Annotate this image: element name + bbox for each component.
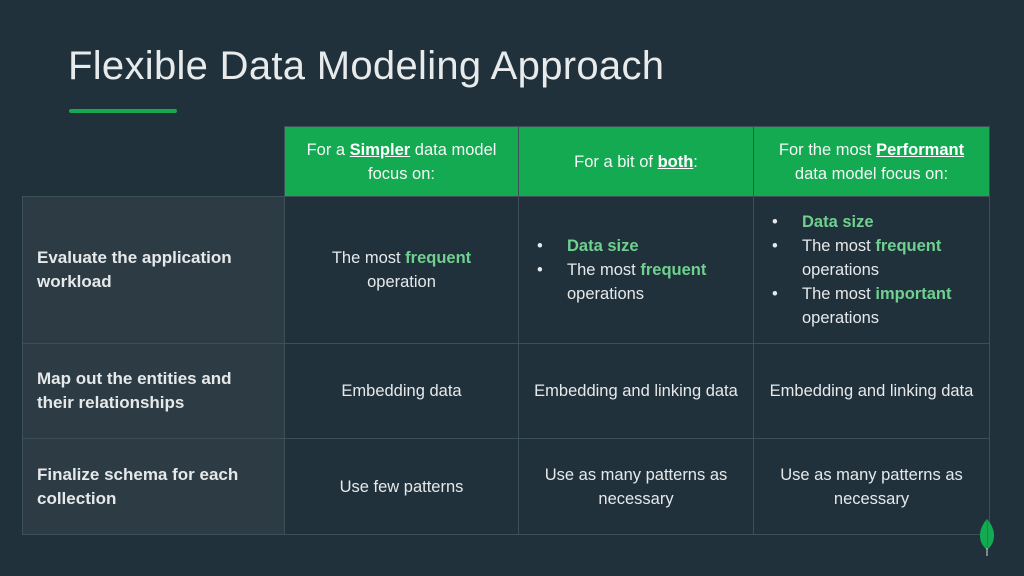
- header-performant: For the most Performant data model focus…: [753, 126, 990, 197]
- list-item: The most important operations: [772, 282, 975, 330]
- row-label-entities: Map out the entities and their relations…: [22, 343, 285, 439]
- list-item: Data size: [772, 210, 975, 234]
- header-simpler: For a Simpler data model focus on:: [284, 126, 519, 197]
- row-label-schema: Finalize schema for each collection: [22, 438, 285, 535]
- table-row: Map out the entities and their relations…: [22, 343, 990, 439]
- list-item: The most frequent operations: [772, 234, 975, 282]
- cell-workload-both: Data size The most frequent operations: [518, 196, 754, 344]
- cell-entities-performant: Embedding and linking data: [753, 343, 990, 439]
- list-item: The most frequent operations: [537, 258, 739, 306]
- cell-workload-simpler: The most frequent operation: [284, 196, 519, 344]
- cell-schema-simpler: Use few patterns: [284, 438, 519, 535]
- cell-schema-performant: Use as many patterns as necessary: [753, 438, 990, 535]
- cell-workload-performant: Data size The most frequent operations T…: [753, 196, 990, 344]
- header-both: For a bit of both:: [518, 126, 754, 197]
- row-label-workload: Evaluate the application workload: [22, 196, 285, 344]
- list-item: Data size: [537, 234, 739, 258]
- title-underline: [69, 109, 177, 113]
- cell-entities-both: Embedding and linking data: [518, 343, 754, 439]
- table-row: Evaluate the application workload The mo…: [22, 196, 990, 344]
- table-row: Finalize schema for each collection Use …: [22, 438, 990, 535]
- mongodb-leaf-icon: [979, 518, 995, 556]
- cell-schema-both: Use as many patterns as necessary: [518, 438, 754, 535]
- header-row: For a Simpler data model focus on: For a…: [22, 126, 990, 197]
- header-blank-cell: [22, 126, 285, 197]
- slide-title: Flexible Data Modeling Approach: [68, 44, 665, 88]
- cell-entities-simpler: Embedding data: [284, 343, 519, 439]
- comparison-table: For a Simpler data model focus on: For a…: [22, 126, 990, 535]
